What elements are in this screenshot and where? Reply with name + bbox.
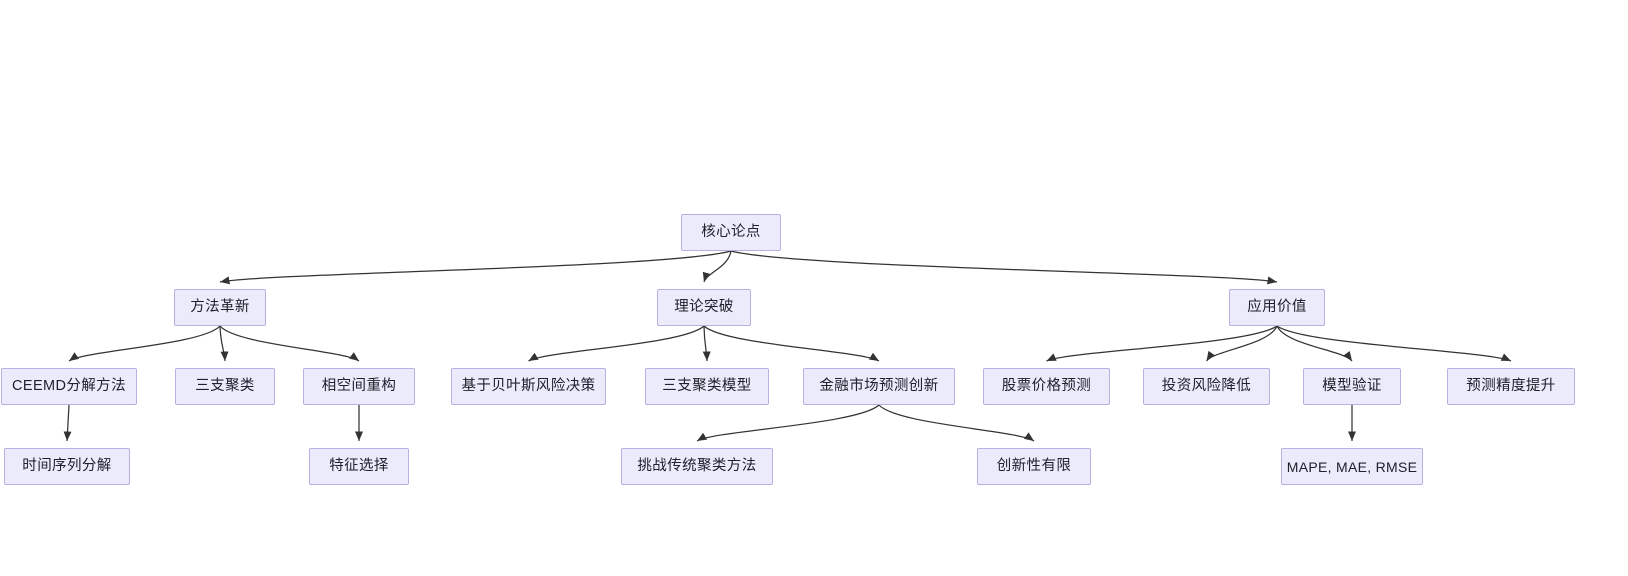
node-l2d[interactable]: 基于贝叶斯风险决策 [451, 368, 606, 405]
edge-l1c-to-l2g [1046, 325, 1278, 362]
node-l2j[interactable]: 预测精度提升 [1447, 368, 1575, 405]
edge-l1b-to-l2d [528, 325, 705, 362]
edge-root-to-l1b [702, 250, 732, 283]
node-l2b[interactable]: 三支聚类 [175, 368, 275, 405]
node-l3c[interactable]: 挑战传统聚类方法 [621, 448, 773, 485]
node-l2c[interactable]: 相空间重构 [303, 368, 415, 405]
node-l2g[interactable]: 股票价格预测 [983, 368, 1110, 405]
node-l1c[interactable]: 应用价值 [1229, 289, 1325, 326]
node-l3a[interactable]: 时间序列分解 [4, 448, 130, 485]
node-l2e[interactable]: 三支聚类模型 [645, 368, 769, 405]
edge-l2f-to-l3d [878, 404, 1035, 442]
edge-l1a-to-l2c [219, 325, 360, 362]
edge-l1b-to-l2e [702, 325, 711, 362]
edge-l1c-to-l2j [1276, 325, 1512, 362]
node-l2h[interactable]: 投资风险降低 [1143, 368, 1270, 405]
node-l1b[interactable]: 理论突破 [657, 289, 751, 326]
node-root[interactable]: 核心论点 [681, 214, 781, 251]
edge-root-to-l1a [219, 250, 732, 285]
edge-l2a-to-l3a [63, 404, 72, 442]
edge-l2f-to-l3c [696, 404, 880, 442]
node-l2f[interactable]: 金融市场预测创新 [803, 368, 955, 405]
node-l3b[interactable]: 特征选择 [309, 448, 409, 485]
edge-root-to-l1c [730, 250, 1278, 285]
edge-l1c-to-l2h [1205, 325, 1278, 362]
edge-l1c-to-l2i [1276, 325, 1353, 362]
node-l2i[interactable]: 模型验证 [1303, 368, 1401, 405]
node-l3d[interactable]: 创新性有限 [977, 448, 1091, 485]
edge-l1b-to-l2f [703, 325, 880, 362]
node-l2a[interactable]: CEEMD分解方法 [1, 368, 137, 405]
node-l3e[interactable]: MAPE, MAE, RMSE [1281, 448, 1423, 485]
node-l1a[interactable]: 方法革新 [174, 289, 266, 326]
edge-l1a-to-l2b [219, 325, 229, 362]
edge-l1a-to-l2a [68, 325, 221, 362]
